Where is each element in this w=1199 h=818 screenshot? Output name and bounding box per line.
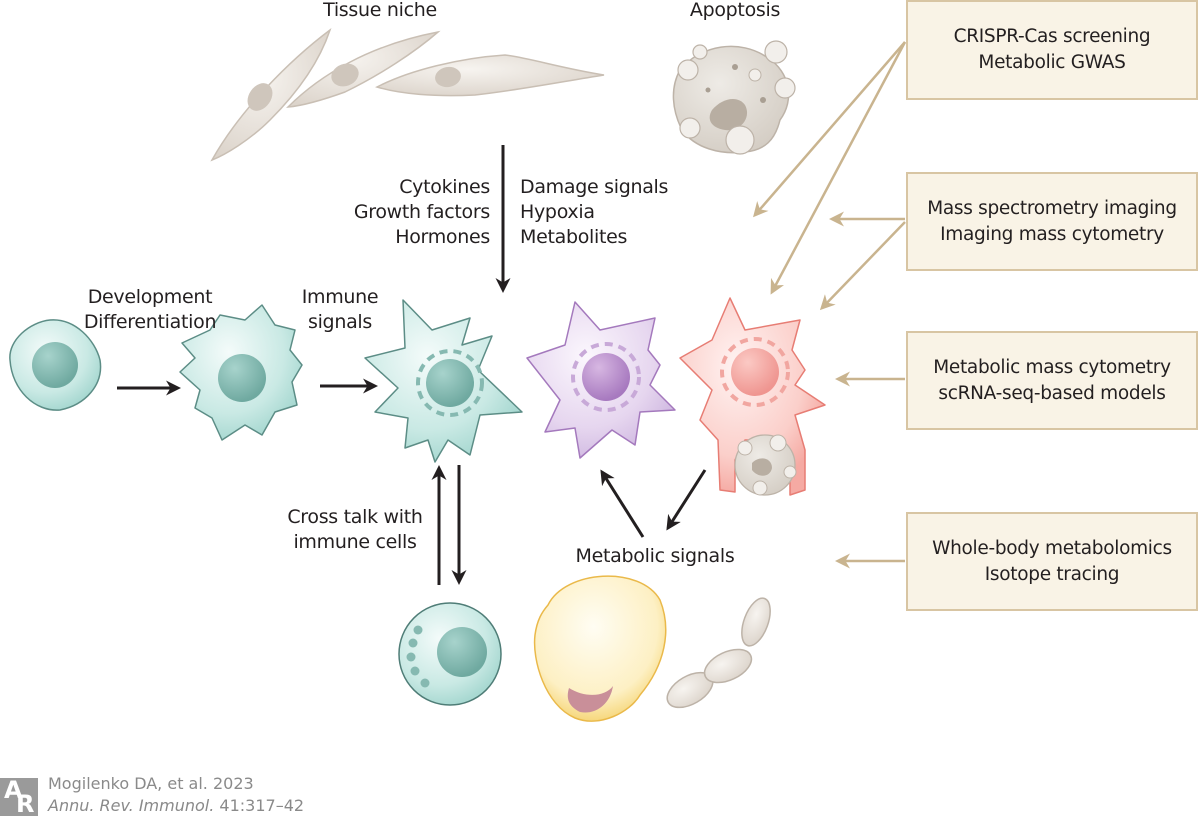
method-box-crispr: CRISPR-Cas screening Metabolic GWAS xyxy=(906,0,1198,100)
imaging-arrow-2 xyxy=(819,221,906,311)
tissue-niche-label: Tissue niche xyxy=(323,0,437,21)
method-box-cytometry: Metabolic mass cytometry scRNA-seq-based… xyxy=(906,331,1198,430)
metabolic-signal-arrow-from-red xyxy=(666,469,707,531)
signal-growth-factors: Growth factors xyxy=(353,201,490,223)
signal-cytokines: Cytokines xyxy=(399,176,490,198)
immune-signals-line-1: Immune xyxy=(301,286,379,308)
cross-talk-label: Cross talk with immune cells xyxy=(275,505,435,555)
differentiating-cell-icon xyxy=(179,304,303,441)
activated-macrophage-icon xyxy=(364,299,523,463)
immune-cell-icon xyxy=(398,602,502,706)
method-line: Mass spectrometry imaging xyxy=(927,197,1177,219)
development-label: Development Differentiation xyxy=(70,285,230,335)
signal-hormones: Hormones xyxy=(395,226,490,248)
signal-metabolites: Metabolites xyxy=(520,226,628,248)
metabolic-signal-arrow-to-purple xyxy=(600,469,645,538)
method-line: Whole-body metabolomics xyxy=(932,537,1172,559)
purple-macrophage-icon xyxy=(526,301,676,459)
annual-reviews-logo: A R xyxy=(0,776,38,818)
apoptosis-label: Apoptosis xyxy=(689,0,781,21)
signals-right-list: Damage signals Hypoxia Metabolites xyxy=(520,175,700,250)
immune-signals-label: Immune signals xyxy=(300,285,380,335)
citation: Mogilenko DA, et al. 2023 Annu. Rev. Imm… xyxy=(48,773,304,817)
method-line: Isotope tracing xyxy=(984,563,1120,585)
citation-journal-line: Annu. Rev. Immunol. 41:317–42 xyxy=(48,795,304,817)
metabolic-signals-label: Metabolic signals xyxy=(575,545,735,567)
development-line-2: Differentiation xyxy=(83,311,217,333)
method-arrows xyxy=(753,41,907,569)
signals-left-list: Cytokines Growth factors Hormones xyxy=(320,175,490,250)
signal-damage: Damage signals xyxy=(520,176,669,198)
development-line-1: Development xyxy=(87,286,213,308)
method-box-metabolomics: Whole-body metabolomics Isotope tracing xyxy=(906,512,1198,611)
fibroblast-cells-icon xyxy=(210,27,605,162)
method-line: CRISPR-Cas screening xyxy=(953,26,1151,47)
citation-authors: Mogilenko DA, et al. 2023 xyxy=(48,774,254,793)
cross-talk-line-2: immune cells xyxy=(293,531,417,553)
citation-journal: Annu. Rev. Immunol. xyxy=(48,796,215,815)
logo-letter-a: A xyxy=(4,776,23,804)
method-line: Imaging mass cytometry xyxy=(940,223,1164,245)
method-line: Metabolic GWAS xyxy=(978,52,1126,73)
method-box-imaging: Mass spectrometry imaging Imaging mass c… xyxy=(906,172,1198,271)
logo-letter-r: R xyxy=(16,790,35,818)
cross-talk-line-1: Cross talk with xyxy=(287,506,423,528)
crispr-arrow-1 xyxy=(753,41,906,218)
method-line: scRNA-seq-based models xyxy=(938,382,1166,404)
immune-signals-line-2: signals xyxy=(307,311,372,333)
adipocyte-icon xyxy=(533,575,667,722)
precursor-cell-icon xyxy=(9,319,102,411)
signal-hypoxia: Hypoxia xyxy=(520,201,595,223)
microbe-chain-icon xyxy=(666,597,771,709)
citation-pages: 41:317–42 xyxy=(219,796,305,815)
apoptotic-cell-icon xyxy=(672,40,796,155)
crispr-arrow-2 xyxy=(770,41,907,295)
red-macrophage-icon xyxy=(679,297,826,496)
method-line: Metabolic mass cytometry xyxy=(933,356,1171,378)
